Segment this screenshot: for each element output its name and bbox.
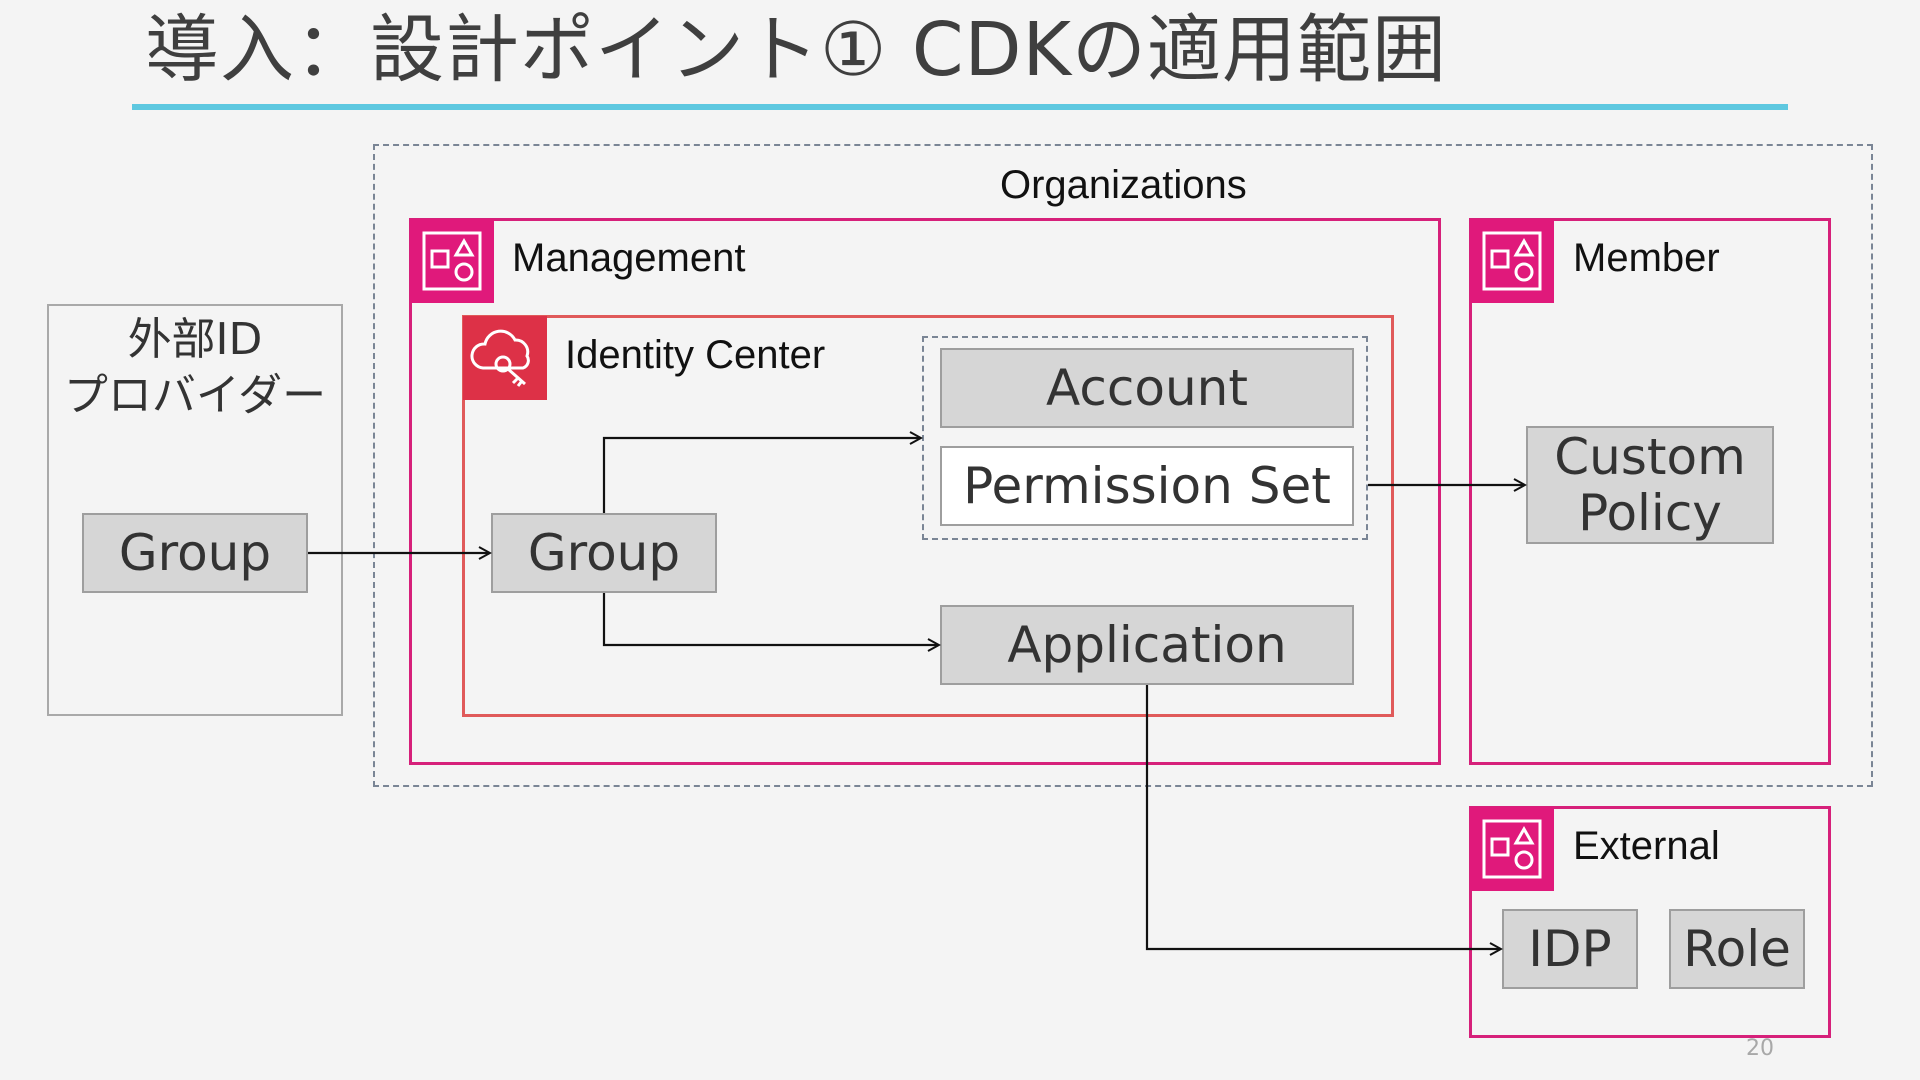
organizations-container <box>373 144 1873 787</box>
application-box: Application <box>940 605 1354 685</box>
management-account-container <box>409 218 1441 765</box>
external-idp-group-box: Group <box>82 513 308 593</box>
account-group-icon <box>1470 219 1554 303</box>
account-box: Account <box>940 348 1354 428</box>
external-label: External <box>1573 824 1720 868</box>
title-underline <box>132 104 1788 110</box>
permission-set-box: Permission Set <box>940 446 1354 526</box>
role-box: Role <box>1669 909 1805 989</box>
external-idp-container <box>47 304 343 716</box>
identity-center-group-box: Group <box>491 513 717 593</box>
account-group-icon <box>1470 807 1554 891</box>
management-label: Management <box>512 236 746 280</box>
arrow-group-to-account-set <box>602 438 920 513</box>
identity-center-container <box>462 315 1394 717</box>
identity-center-label: Identity Center <box>565 333 826 377</box>
page-title: 導入：設計ポイント① CDKの適用範囲 <box>145 7 1448 93</box>
account-group-icon <box>410 219 494 303</box>
account-permission-group <box>922 336 1368 540</box>
external-account-container <box>1469 806 1831 1038</box>
member-account-container <box>1469 218 1831 765</box>
custom-policy-box: Custom Policy <box>1526 426 1774 544</box>
identity-center-icon <box>463 316 547 400</box>
idp-box: IDP <box>1502 909 1638 989</box>
arrow-application-to-idp <box>1145 685 1500 949</box>
external-idp-label: 外部ID プロバイダー <box>63 314 327 421</box>
member-label: Member <box>1573 236 1720 280</box>
organizations-label: Organizations <box>1000 163 1247 207</box>
arrow-group-to-application <box>602 593 938 645</box>
page-number: 20 <box>1746 1036 1774 1061</box>
